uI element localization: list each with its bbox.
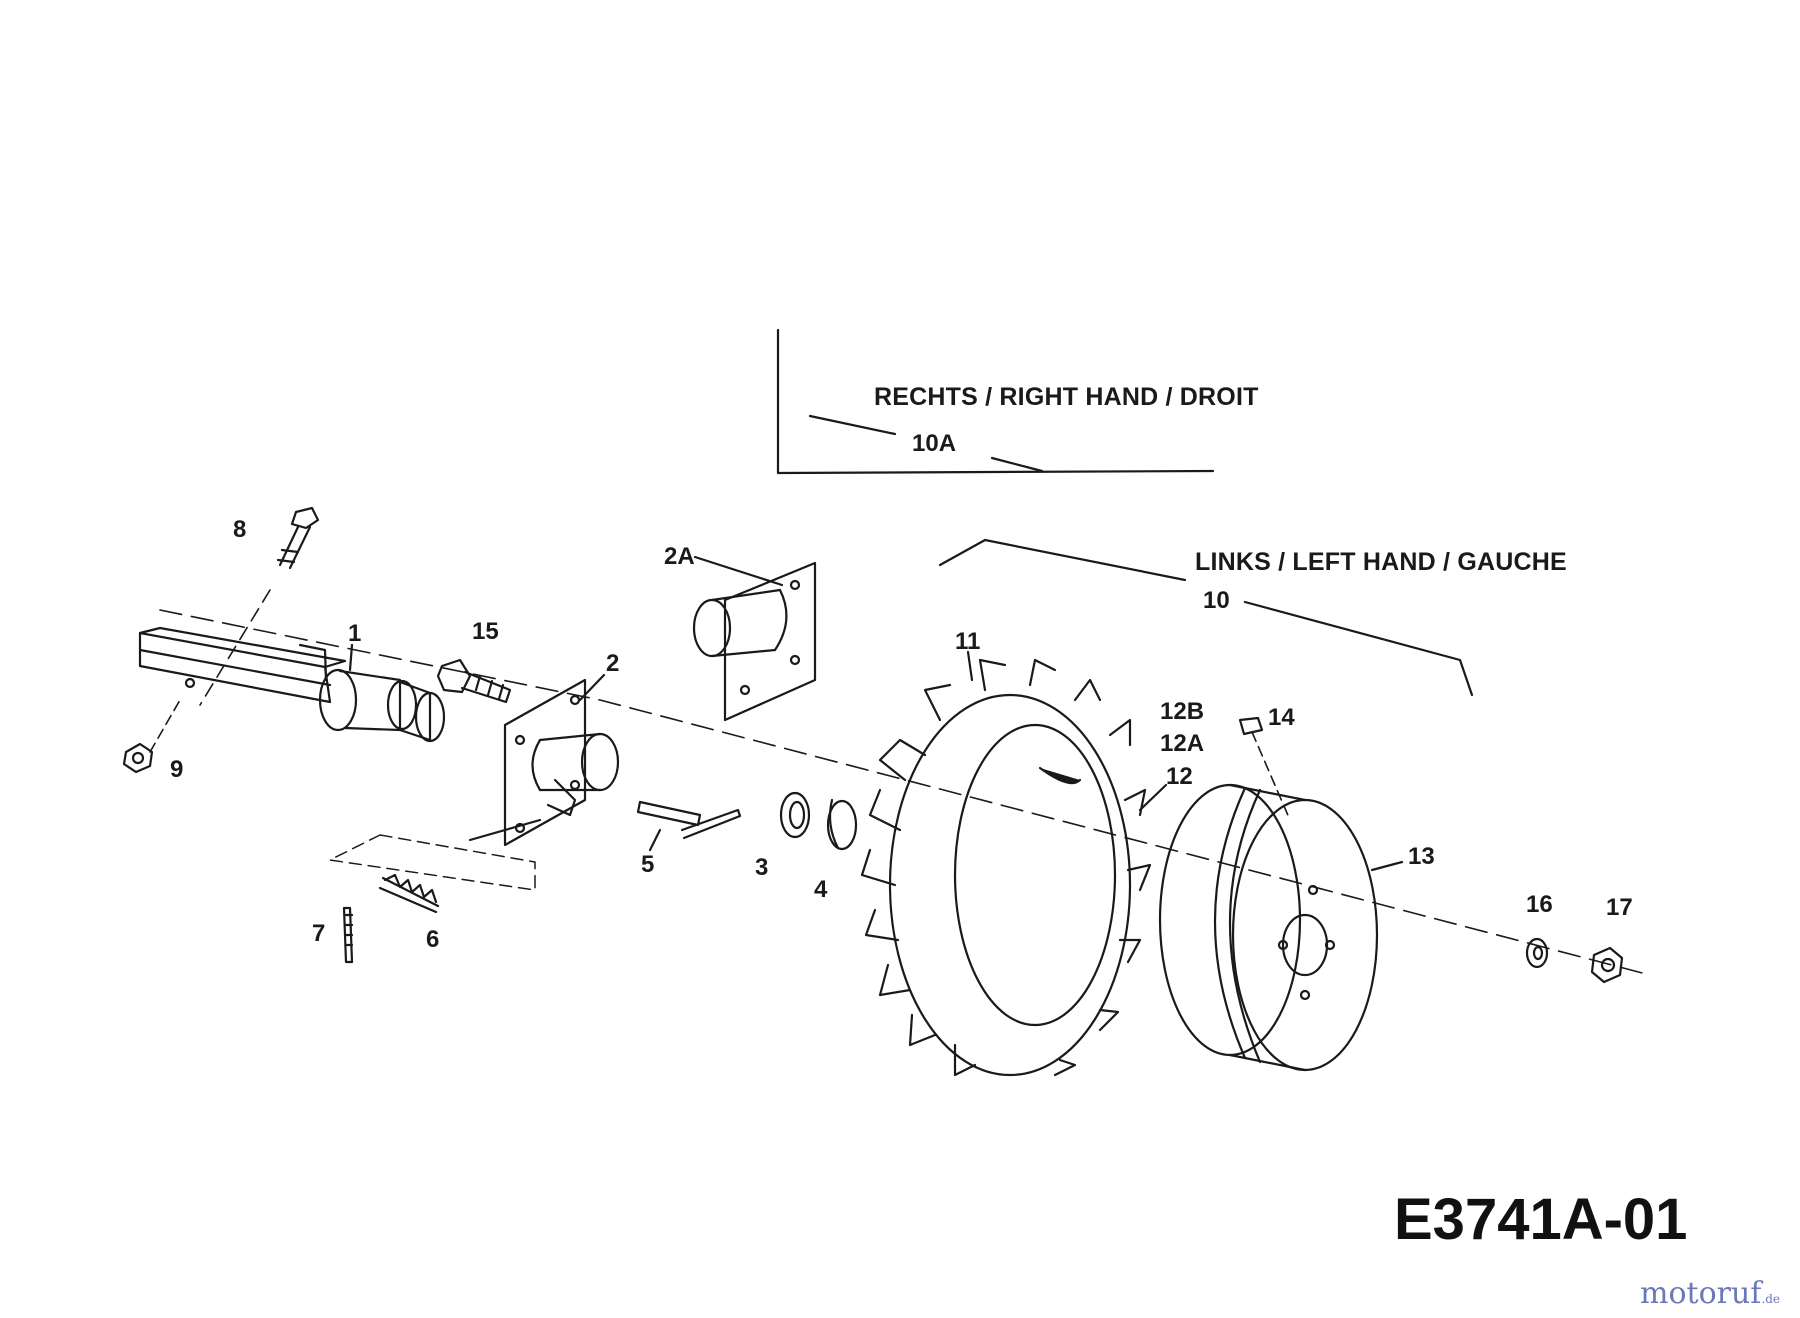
leader-5 [648,828,662,852]
callout-16: 16 [1526,891,1553,918]
callout-4: 4 [814,876,828,903]
axle-shaft [138,626,446,743]
watermark-logo: motoruf.de [1640,1276,1780,1311]
nut-9 [122,699,181,774]
callout-15: 15 [472,618,499,645]
nut-17 [1590,946,1624,984]
callout-12a: 12A [1160,730,1205,757]
watermark-brand: motoruf [1640,1276,1762,1311]
leader-10a-right [990,456,1044,473]
callout-3: 3 [755,854,769,881]
left-hand-bracket-end [1243,600,1474,697]
spring-6 [329,834,536,914]
callout-1: 1 [348,620,362,647]
callout-11: 11 [955,628,981,655]
leader-12 [1138,783,1168,812]
rim-13 [1158,783,1379,1072]
left-hand-title: LINKS / LEFT HAND / GAUCHE [1195,548,1567,576]
callout-17: 17 [1606,894,1633,921]
right-hand-part-number: 10A [912,430,957,457]
callout-7: 7 [312,920,326,947]
leader-2a [693,555,784,587]
washer-16 [1525,937,1549,969]
right-hand-bracket [776,328,1215,475]
left-hand-part-number: 10 [1203,587,1230,614]
callout-14: 14 [1268,704,1295,731]
left-hand-bracket [938,538,1187,582]
watermark-suffix: .de [1761,1292,1781,1306]
bolt-14 [1238,716,1291,821]
leader-13 [1370,860,1404,872]
leader-2 [578,673,606,702]
leader-1 [348,643,354,672]
callout-12b: 12B [1160,698,1205,725]
bracket-2a [692,561,817,722]
circlip-4 [826,798,858,851]
tyre-11 [860,658,1152,1077]
leader-11 [966,650,974,682]
leader-10a-left [808,414,897,436]
right-hand-title: RECHTS / RIGHT HAND / DROIT [874,383,1259,411]
callout-5: 5 [641,851,655,878]
pin-7 [342,906,354,964]
pin-5 [636,800,742,840]
callout-6: 6 [426,926,440,953]
axis-line [159,609,1651,976]
drawing-code: E3741A-01 [1394,1187,1688,1252]
callout-12: 12 [1166,763,1193,790]
callout-2: 2 [606,650,620,677]
callout-9: 9 [170,756,184,783]
callout-2a: 2A [664,543,695,570]
washer-3 [779,791,811,839]
bolt-15 [436,658,512,704]
callout-8: 8 [233,516,247,543]
callout-13: 13 [1408,843,1435,870]
bolt-8 [199,506,320,706]
bracket-2 [468,678,620,847]
